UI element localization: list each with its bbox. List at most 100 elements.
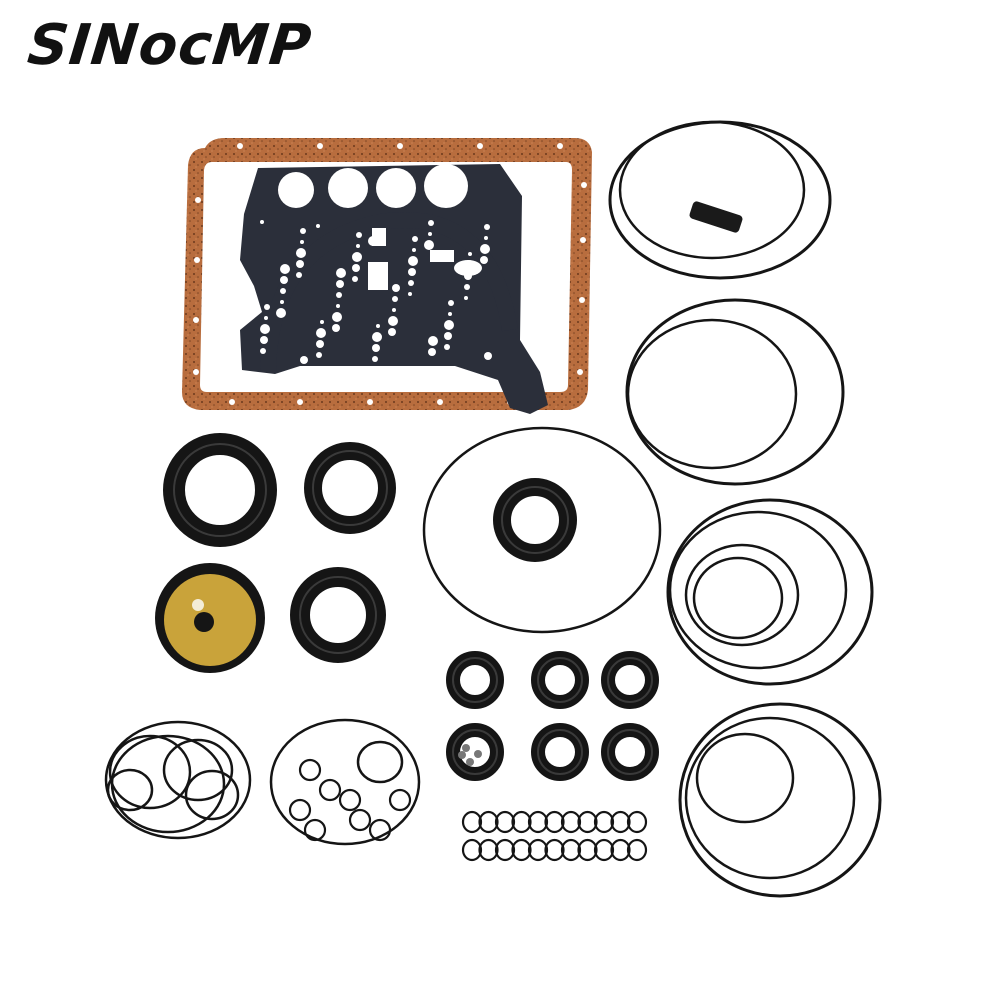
o-ring-icon	[368, 818, 392, 842]
valve-port-hole	[372, 332, 382, 342]
valve-port-hole	[352, 264, 360, 272]
valve-port-hole	[372, 356, 378, 362]
o-ring-icon	[511, 838, 532, 862]
valve-port-hole	[336, 304, 340, 308]
o-ring-icon	[610, 838, 631, 862]
cork-bolt-hole	[397, 143, 403, 149]
o-ring-icon	[544, 810, 565, 834]
valve-port-hole	[320, 320, 324, 324]
valve-port-hole	[260, 324, 270, 334]
valve-body-arc-gasket	[260, 211, 518, 373]
o-ring-icon	[593, 810, 615, 834]
o-ring-icon	[668, 510, 848, 670]
cork-bolt-hole	[237, 143, 243, 149]
o-ring-icon	[388, 788, 412, 812]
valve-slot	[430, 250, 454, 262]
o-ring-icon	[338, 788, 362, 812]
valve-port-hole	[484, 352, 492, 360]
cork-bolt-hole	[577, 369, 583, 375]
valve-port-hole	[480, 244, 490, 254]
valve-port-hole	[280, 276, 288, 284]
valve-port-hole	[392, 296, 398, 302]
oil-seal-lip	[607, 657, 653, 703]
o-ring-icon	[106, 768, 154, 812]
valve-port-hole	[444, 320, 454, 330]
valve-port-hole	[336, 280, 344, 288]
oil-seal-lip	[312, 450, 388, 526]
o-ring-icon	[610, 810, 631, 834]
valve-port-hole	[444, 332, 452, 340]
o-ring-icon	[626, 318, 798, 470]
cork-bolt-hole	[193, 317, 199, 323]
o-ring-icon	[461, 838, 483, 862]
cork-bolt-hole	[195, 197, 201, 203]
valve-slot	[372, 228, 386, 246]
valve-port-hole	[332, 312, 342, 322]
check-ball	[466, 758, 474, 766]
cork-bolt-hole	[557, 143, 563, 149]
cork-bolt-hole	[193, 369, 199, 375]
valve-port-hole	[392, 308, 396, 312]
valve-port-hole	[480, 256, 488, 264]
valve-port-hole	[316, 340, 324, 348]
check-ball	[458, 751, 466, 759]
valve-port-hole	[316, 224, 320, 228]
valve-port-hole	[408, 268, 416, 276]
pin	[689, 201, 743, 233]
o-ring-icon	[560, 838, 582, 862]
valve-bore-hole	[376, 168, 416, 208]
valve-port-hole	[356, 244, 360, 248]
o-ring-icon	[356, 740, 404, 784]
valve-port-hole	[448, 312, 452, 316]
oil-seal-lip	[537, 729, 583, 775]
valve-port-hole	[300, 240, 304, 244]
valve-port-hole	[428, 220, 434, 226]
valve-port-hole	[280, 288, 286, 294]
cork-bolt-hole	[229, 399, 235, 405]
valve-port-hole	[428, 232, 432, 236]
o-ring-icon	[626, 838, 648, 862]
o-ring-icon	[461, 810, 483, 834]
oil-seal-lip	[173, 443, 267, 537]
o-ring-icon	[511, 810, 532, 834]
oil-seal-lip	[537, 657, 583, 703]
o-ring-icon	[298, 758, 322, 782]
cork-bolt-hole	[317, 143, 323, 149]
valve-port-hole	[412, 248, 416, 252]
o-ring-icon	[618, 120, 806, 260]
valve-port-hole	[280, 264, 290, 274]
oil-seal-lip	[501, 486, 569, 554]
valve-port-hole	[264, 304, 270, 310]
pin-icon	[689, 201, 743, 233]
o-ring-icon	[527, 810, 549, 834]
cork-bolt-hole	[581, 182, 587, 188]
o-ring-icon	[422, 426, 662, 634]
valve-port-hole	[444, 344, 450, 350]
valve-port-hole	[352, 276, 358, 282]
valve-slot	[368, 262, 388, 290]
valve-port-hole	[388, 328, 396, 336]
valve-port-hole	[408, 280, 414, 286]
valve-port-hole	[428, 336, 438, 346]
cork-bolt-hole	[477, 143, 483, 149]
oil-seal-lip	[299, 576, 377, 654]
valve-port-hole	[408, 256, 418, 266]
valve-bore-hole	[278, 172, 314, 208]
valve-body-gasket	[240, 164, 548, 414]
valve-port-hole	[280, 300, 284, 304]
valve-bore-hole	[424, 164, 468, 208]
valve-port-hole	[408, 292, 412, 296]
valve-port-hole	[260, 336, 268, 344]
valve-port-hole	[412, 236, 418, 242]
check-ball	[462, 744, 470, 752]
oil-seal-lip	[452, 657, 498, 703]
valve-port-hole	[276, 308, 286, 318]
valve-port-hole	[424, 240, 434, 250]
o-ring-icon	[577, 810, 598, 834]
valve-port-hole	[300, 228, 306, 234]
valve-port-hole	[316, 328, 326, 338]
o-ring-icon	[678, 702, 882, 898]
cork-bolt-hole	[579, 297, 585, 303]
valve-port-hole	[428, 348, 436, 356]
